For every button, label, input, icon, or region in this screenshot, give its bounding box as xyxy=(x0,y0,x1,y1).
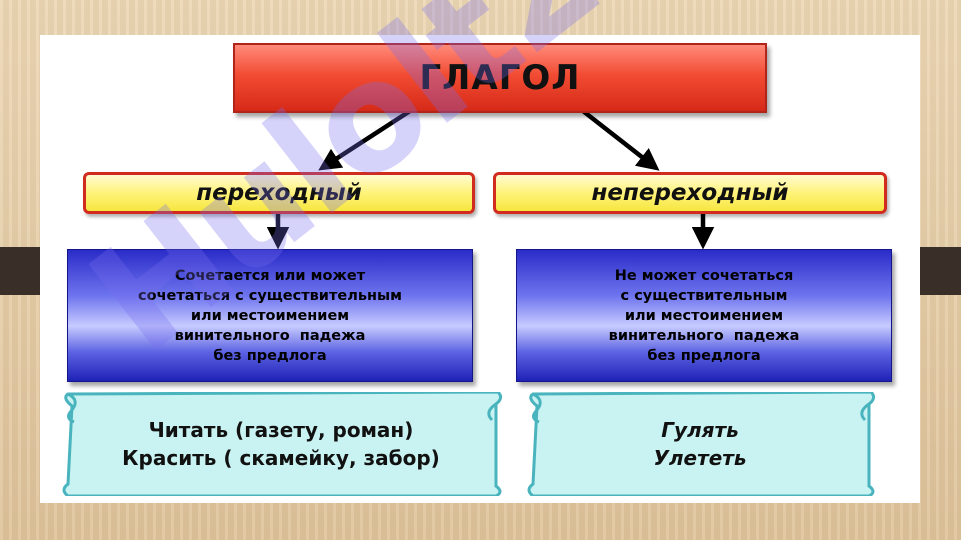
description-line: с существительным xyxy=(620,287,788,304)
intransitive-label: непереходный xyxy=(591,180,789,206)
scroll-shape xyxy=(62,392,503,496)
intransitive-description-box: Не может сочетаться с существительным ил… xyxy=(516,249,892,382)
description-line: без предлога xyxy=(647,347,761,364)
arrow-title-to-intransitive xyxy=(581,109,660,171)
intransitive-examples-scroll: Гулять Улететь xyxy=(523,392,877,496)
description-line: Сочетается или может xyxy=(174,267,366,284)
example-line: Читать (газету, роман) xyxy=(148,418,414,442)
example-line: Красить ( скамейку, забор) xyxy=(122,446,440,470)
arrow-title-to-transitive xyxy=(318,109,412,171)
example-line: Гулять xyxy=(661,418,739,442)
transitive-type-box: переходный xyxy=(83,172,475,214)
description-line: винительного падежа xyxy=(174,327,366,344)
example-line: Улететь xyxy=(653,446,747,470)
title-box: ГЛАГОЛ xyxy=(233,43,767,113)
intransitive-type-box: непереходный xyxy=(493,172,887,214)
description-line: или местоимением xyxy=(190,307,350,324)
description-line: или местоимением xyxy=(624,307,784,324)
transitive-description-box: Сочетается или может сочетаться с сущест… xyxy=(67,249,473,382)
description-line: сочетаться с существительным xyxy=(138,287,402,304)
transitive-label: переходный xyxy=(196,180,362,206)
description-line: Не может сочетаться xyxy=(614,267,794,284)
transitive-examples-scroll: Читать (газету, роман) Красить ( скамейк… xyxy=(58,392,504,496)
title-text: ГЛАГОЛ xyxy=(419,58,581,98)
scroll-shape xyxy=(527,392,876,496)
description-line: винительного падежа xyxy=(608,327,800,344)
description-line: без предлога xyxy=(213,347,327,364)
